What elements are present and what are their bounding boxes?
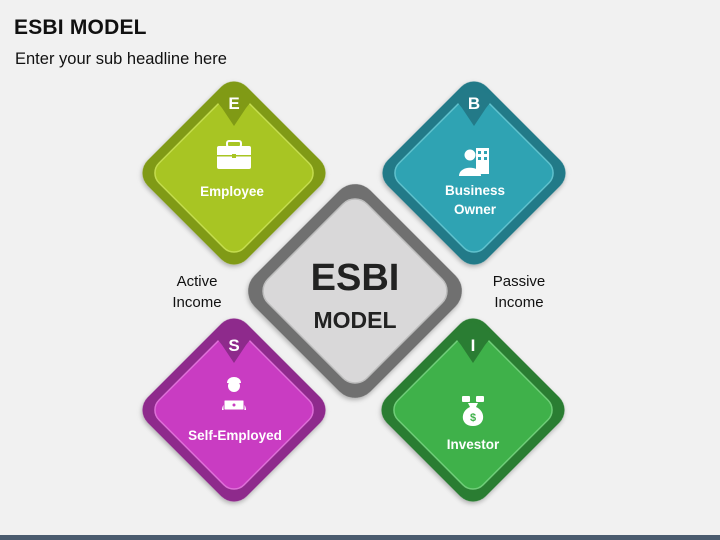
footer-bar: [0, 535, 720, 540]
passive-income-label: Passive Income: [474, 271, 564, 313]
label-owner: Owner: [454, 202, 497, 217]
active-income-line1: Active: [176, 273, 218, 290]
passive-income-line2: Income: [494, 294, 544, 311]
label-business: Business: [445, 183, 505, 198]
letter-i: I: [471, 336, 476, 355]
svg-text:$: $: [470, 412, 476, 424]
label-self-employed: Self-Employed: [188, 428, 282, 443]
center-title: ESBI: [311, 257, 400, 299]
letter-b: B: [468, 94, 480, 113]
letter-tab-i: [453, 321, 493, 363]
quadrant-self-employed[interactable]: S Self-Employed: [135, 311, 333, 509]
label-investor: Investor: [447, 437, 500, 452]
center-subtitle: MODEL: [313, 307, 396, 333]
letter-tab-b: [454, 84, 494, 126]
quadrant-investor[interactable]: I $ Investor: [374, 311, 572, 509]
letter-tab-e: [214, 84, 254, 126]
center-diamond: ESBI MODEL: [248, 184, 462, 398]
business-owner-icon: [459, 148, 489, 176]
page-subtitle: Enter your sub headline here: [15, 50, 227, 68]
letter-e: E: [228, 94, 239, 113]
self-employed-icon: [222, 377, 246, 411]
briefcase-icon: [217, 140, 251, 169]
money-bag-icon: $: [462, 396, 484, 426]
letter-s: S: [228, 336, 239, 355]
quadrant-employee[interactable]: E Employee: [135, 74, 333, 272]
letter-tab-s: [214, 321, 254, 363]
active-income-label: Active Income: [152, 271, 242, 313]
quadrant-business-owner[interactable]: B Business Owner: [375, 74, 573, 272]
label-employee: Employee: [200, 184, 264, 199]
page-title: ESBI MODEL: [14, 16, 147, 39]
active-income-line2: Income: [172, 294, 222, 311]
passive-income-line1: Passive: [492, 273, 546, 290]
